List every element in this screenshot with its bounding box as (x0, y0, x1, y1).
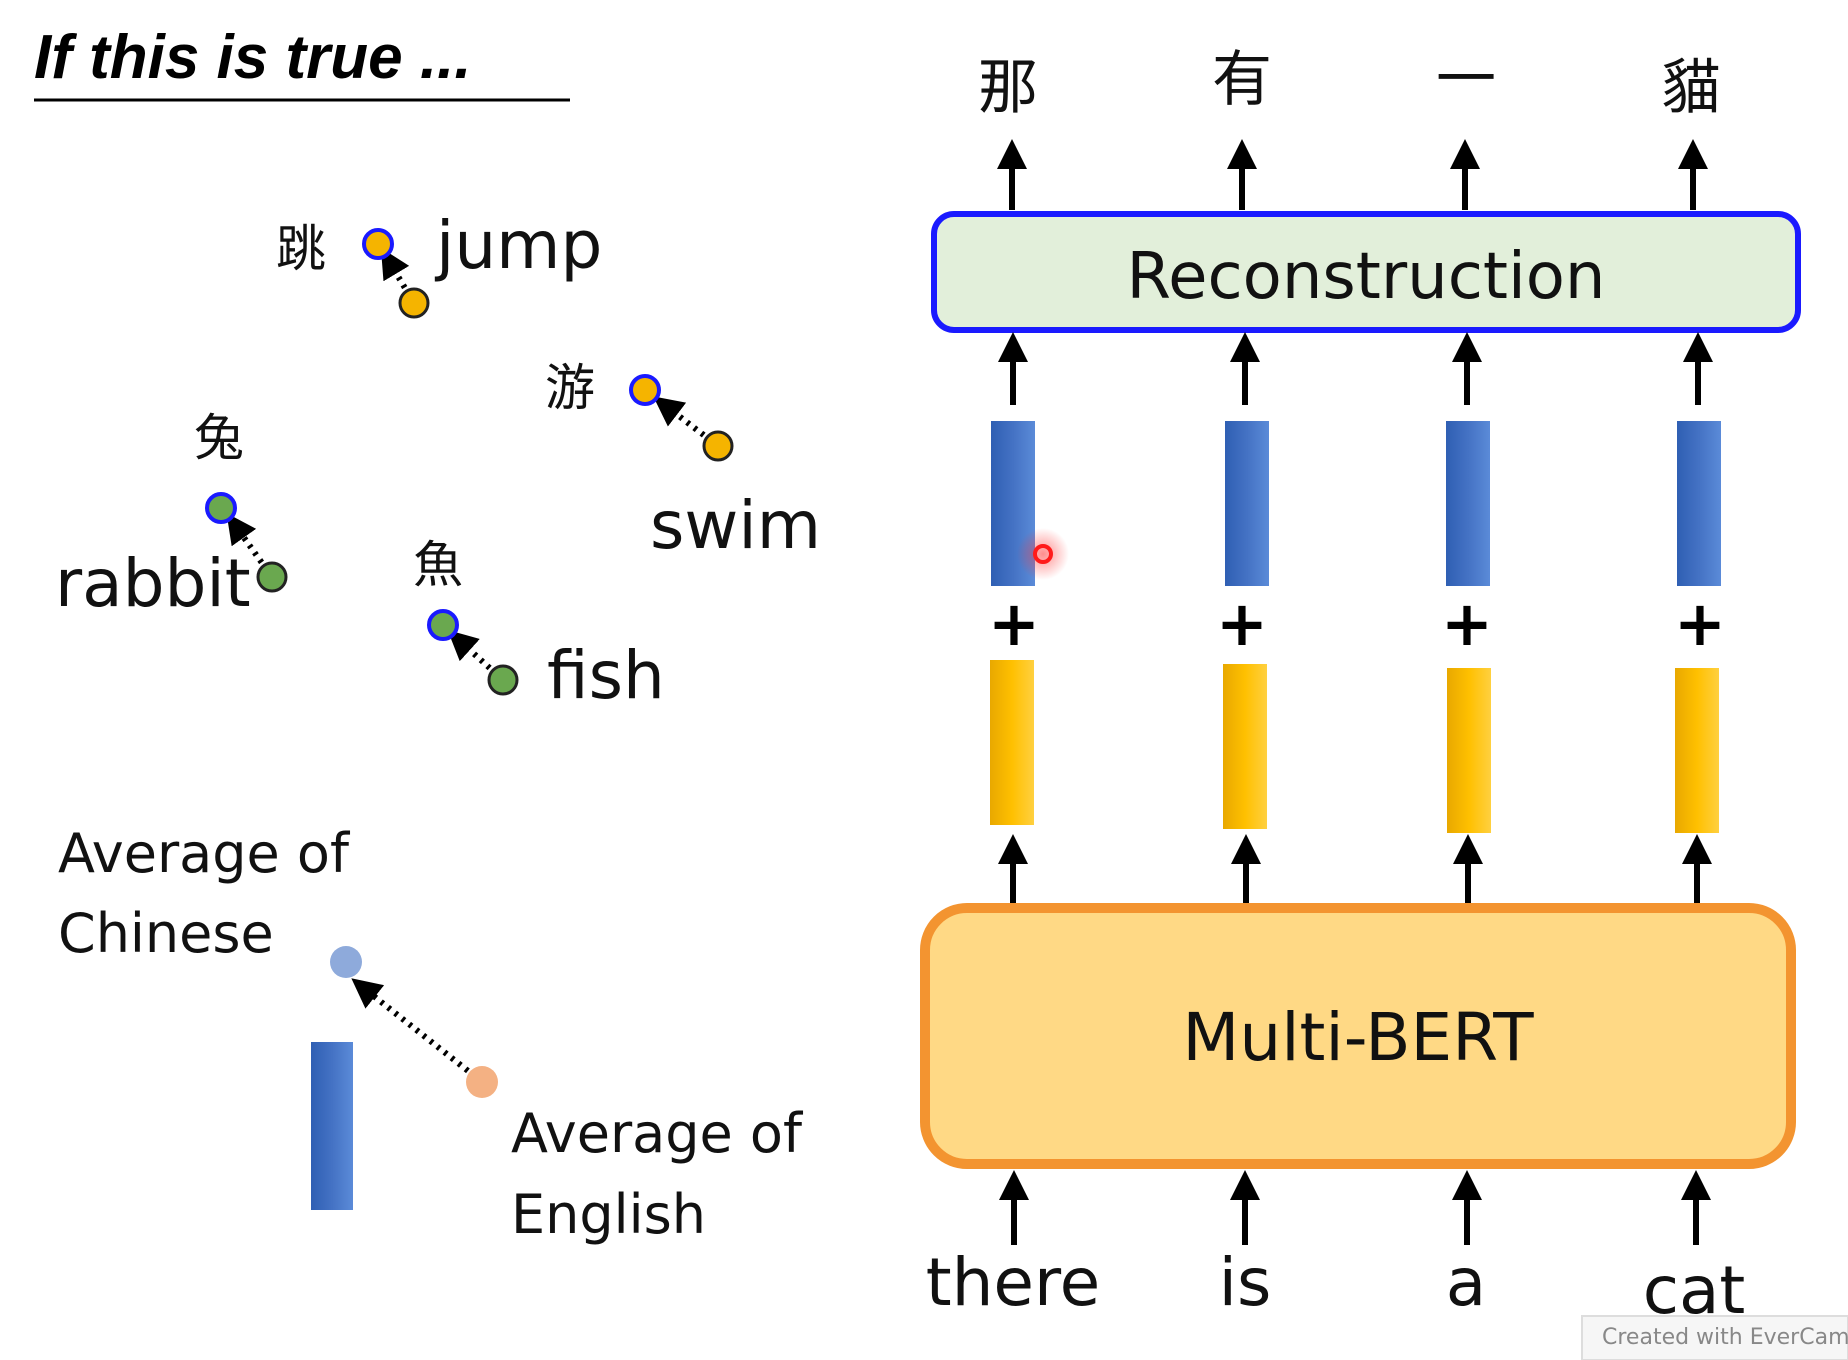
plus-sign: + (1216, 587, 1268, 660)
input-token: is (1219, 1244, 1272, 1321)
avg-chinese-label-line1: Average of (58, 822, 351, 885)
output-token: 貓 (1661, 53, 1721, 123)
english-word-dot (487, 664, 519, 696)
word-label-en: swim (650, 487, 821, 564)
encoder-box (920, 903, 1796, 1169)
word-label-en: jump (434, 207, 602, 284)
language-averages: Average of Chinese Average of English (58, 822, 804, 1246)
word-label-en: rabbit (55, 545, 251, 622)
plus-sign: + (988, 587, 1040, 660)
reconstruction-label: Reconstruction (1127, 240, 1606, 314)
watermark: Created with EverCam (1581, 1315, 1848, 1360)
token-embedding-vector (1223, 664, 1267, 829)
language-difference-vector (311, 1042, 353, 1210)
avg-chinese-label-line2: Chinese (58, 902, 274, 965)
language-difference-vector (1225, 421, 1269, 586)
language-difference-vector (1446, 421, 1490, 586)
plus-sign: + (1674, 587, 1726, 660)
plus-sign: + (1441, 587, 1493, 660)
avg-english-dot (466, 1066, 498, 1098)
english-word-dot (702, 430, 734, 462)
token-embedding-vector (1675, 668, 1719, 833)
chinese-word-dot (205, 492, 237, 524)
avg-english-label-line2: English (511, 1183, 706, 1246)
page-title: If this is true ... (34, 23, 472, 92)
watermark-text: Created with EverCam (1602, 1325, 1848, 1350)
architecture-diagram: 那 有 一 貓 Reconstruction + + + + (920, 45, 1801, 1329)
output-token: 有 (1212, 45, 1272, 115)
word-label-zh: 魚 (413, 536, 463, 594)
word-label-zh: 游 (545, 359, 595, 417)
english-word-dot (256, 561, 288, 593)
word-pair-rabbit: 兔 rabbit (55, 409, 288, 622)
encoder-label: Multi-BERT (1182, 999, 1534, 1076)
token-embedding-vector (1447, 668, 1491, 833)
output-token: 一 (1436, 45, 1496, 115)
reconstruction-box (931, 211, 1801, 333)
word-label-en: fish (547, 637, 665, 714)
word-pair-jump: 跳 jump (276, 207, 602, 319)
word-pair-scatter: 跳 jump 游 swim 兔 rabbit 魚 fish (55, 207, 821, 714)
input-token: a (1446, 1244, 1486, 1321)
word-pair-swim: 游 swim (545, 359, 821, 564)
language-difference-vector (1677, 421, 1721, 586)
word-pair-fish: 魚 fish (413, 536, 665, 714)
avg-chinese-dot (330, 946, 362, 978)
chinese-word-dot (427, 609, 459, 641)
translation-arrow (226, 513, 275, 579)
chinese-word-dot (362, 228, 394, 260)
laser-pointer (1017, 528, 1069, 580)
input-token: there (926, 1244, 1101, 1321)
translation-arrow (653, 396, 720, 449)
avg-english-label-line1: Average of (511, 1102, 804, 1165)
english-word-dot (398, 287, 430, 319)
word-label-zh: 兔 (194, 409, 244, 467)
output-token: 那 (978, 53, 1038, 123)
word-label-zh: 跳 (276, 220, 326, 278)
chinese-word-dot (629, 374, 661, 406)
language-shift-arrow (351, 978, 484, 1085)
token-embedding-vector (990, 660, 1034, 825)
